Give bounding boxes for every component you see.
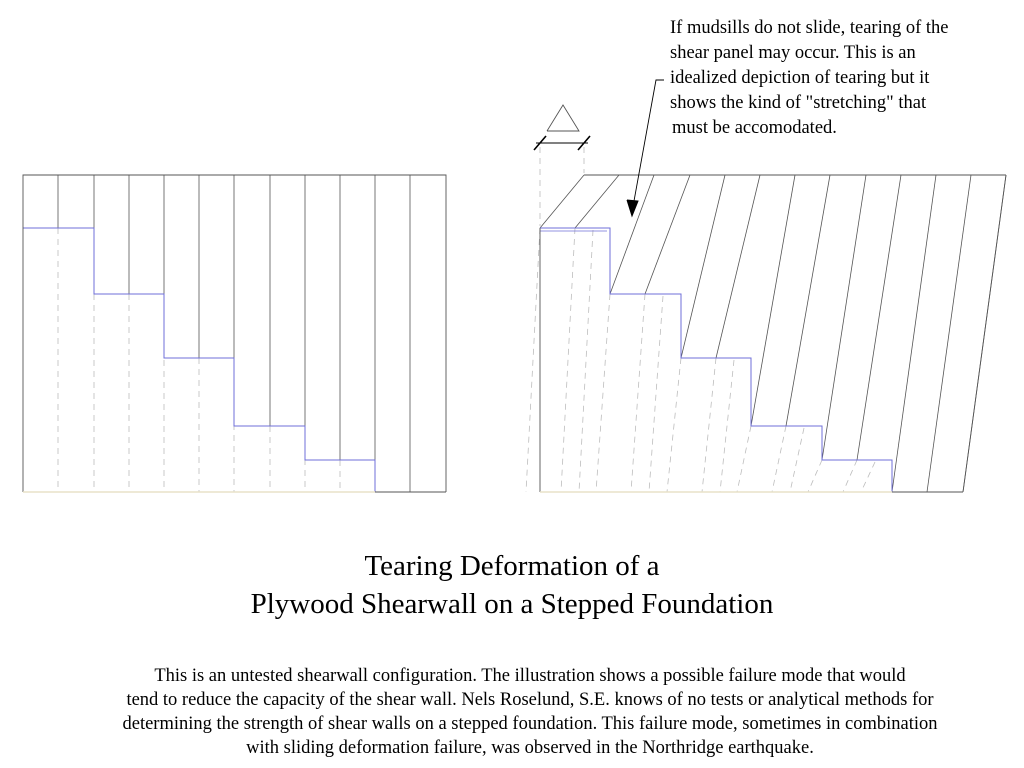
leader-line — [631, 79, 664, 213]
annotation-line: must be accomodated. — [672, 118, 837, 138]
hidden-stud-line — [789, 427, 805, 493]
torn-panel-line — [785, 174, 831, 427]
stepped-foundation-line — [540, 227, 893, 492]
hidden-stud-line — [595, 293, 611, 493]
diagram-title: Tearing Deformation of a Plywood Shearwa… — [0, 547, 1024, 623]
dimension-tick — [577, 135, 591, 151]
hidden-stud-line — [701, 357, 717, 493]
stepped-foundation-line — [23, 227, 376, 492]
undeformed-wall — [22, 174, 447, 493]
hidden-stud-line — [648, 295, 664, 493]
hidden-stud-line — [860, 461, 876, 493]
torn-panel-line — [715, 174, 761, 359]
annotation-line: shows the kind of "stretching" that — [670, 93, 927, 113]
hidden-stud-line — [736, 425, 752, 493]
caption-line: tend to reduce the capacity of the shear… — [126, 690, 934, 710]
torn-panel-line — [574, 174, 620, 229]
stepped-foundation-line — [23, 227, 376, 492]
hidden-stud-line — [666, 357, 682, 493]
torn-panel-line — [644, 174, 691, 295]
caption-line: with sliding deformation failure, was ob… — [246, 738, 814, 758]
torn-panel-line — [680, 174, 726, 359]
wall-right-edge — [962, 174, 1007, 493]
hidden-stud-lines — [525, 227, 876, 493]
hidden-stud-line — [525, 227, 541, 493]
wall-outline — [539, 174, 1007, 493]
hidden-stud-line — [578, 229, 594, 493]
hidden-stud-line — [807, 459, 823, 493]
torn-panel-lines — [539, 174, 1007, 493]
title-line-2: Plywood Shearwall on a Stepped Foundatio… — [250, 588, 774, 620]
delta-symbol — [546, 104, 580, 132]
wall-outline — [22, 174, 447, 492]
annotation-leader-arrow — [626, 79, 664, 218]
torn-panel-line — [926, 174, 972, 493]
torn-panel-line — [609, 174, 655, 295]
annotation-line: If mudsills do not slide, tearing of the — [670, 18, 949, 38]
displacement-delta-dimension — [533, 104, 591, 226]
diagram-caption: This is an untested shearwall configurat… — [0, 664, 1024, 760]
annotation-line: shear panel may occur. This is an — [670, 43, 916, 63]
caption-line: determining the strength of shear walls … — [122, 714, 938, 734]
torn-panel-line — [856, 174, 902, 461]
annotation-line: idealized depiction of tearing but it — [670, 68, 930, 88]
wall-outline — [22, 174, 447, 493]
deformed-wall — [525, 174, 1007, 493]
torn-panel-line — [750, 174, 796, 427]
hidden-stud-line — [842, 459, 858, 493]
leader-arrowhead — [626, 199, 639, 218]
tearing-annotation: If mudsills do not slide, tearing of the… — [670, 16, 1020, 141]
hidden-stud-line — [560, 227, 576, 493]
title-line-1: Tearing Deformation of a — [364, 550, 660, 582]
caption-line: This is an untested shearwall configurat… — [154, 666, 906, 686]
dimension-tick — [533, 135, 547, 151]
panel-joint-lines — [57, 175, 411, 492]
hidden-stud-line — [630, 293, 646, 493]
torn-panel-line — [821, 174, 867, 461]
torn-panel-line — [891, 174, 937, 493]
hidden-stud-line — [771, 425, 787, 493]
stepped-foundation-line — [540, 227, 893, 492]
torn-panel-line — [539, 174, 585, 229]
hidden-stud-line — [719, 359, 735, 493]
